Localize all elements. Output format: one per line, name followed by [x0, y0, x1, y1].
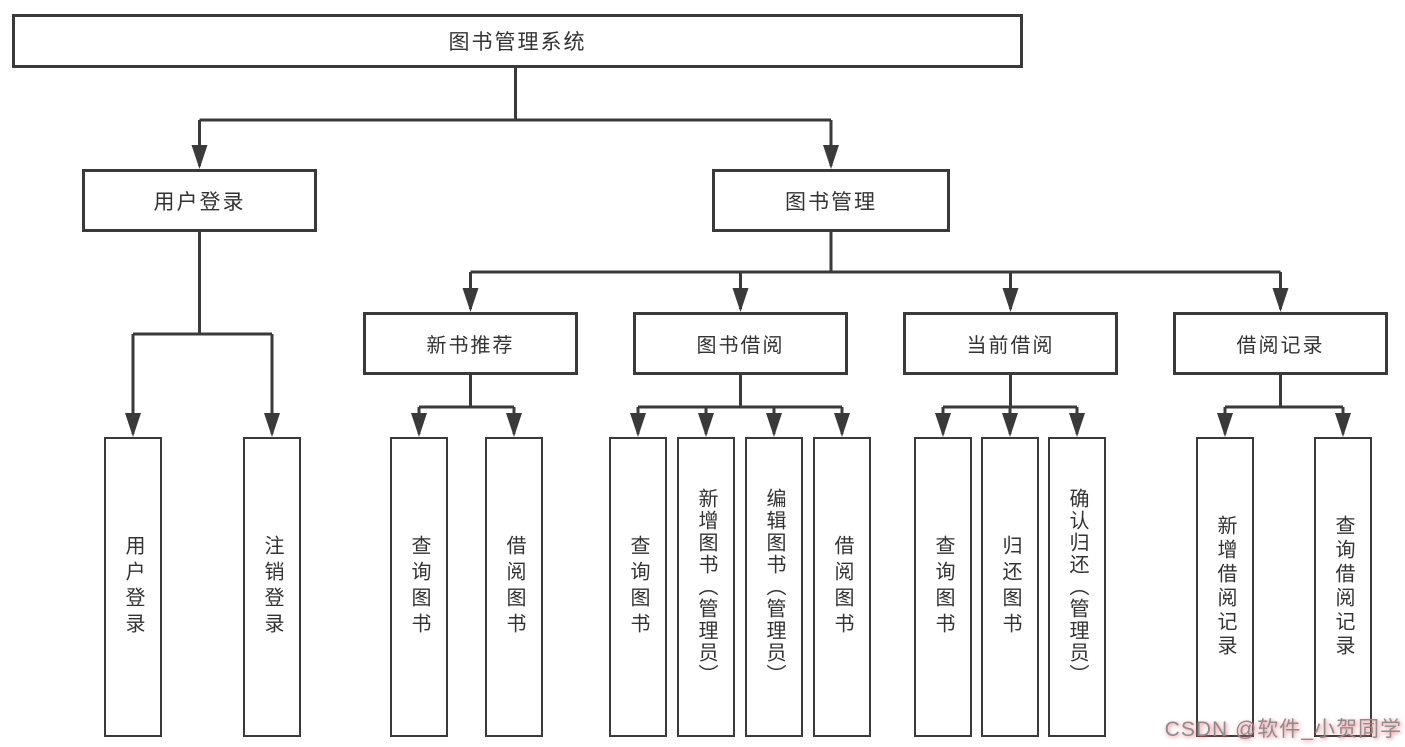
node-user-login-module: 用户登录	[82, 169, 317, 232]
node-new-book-recommendation: 新书推荐	[363, 312, 578, 375]
node-root-system: 图书管理系统	[12, 14, 1023, 68]
node-book-borrowing: 图书借阅	[633, 312, 848, 375]
node-leaf-add-borrow-record: 新增借阅记录	[1196, 437, 1254, 737]
node-leaf-logout: 注销登录	[243, 437, 301, 737]
node-leaf-query-borrow-record: 查询借阅记录	[1314, 437, 1372, 737]
node-leaf-confirm-return-admin: 确认归还（管理员）	[1048, 437, 1106, 737]
node-leaf-current-query-books: 查询图书	[914, 437, 972, 737]
node-leaf-user-login: 用户登录	[104, 437, 162, 737]
node-leaf-recommend-query-books: 查询图书	[390, 437, 448, 737]
node-leaf-recommend-borrow-books: 借阅图书	[485, 437, 543, 737]
node-borrowing-records: 借阅记录	[1173, 312, 1388, 375]
node-leaf-borrow-query-books: 查询图书	[609, 437, 667, 737]
node-current-borrowing: 当前借阅	[903, 312, 1118, 375]
node-leaf-return-books: 归还图书	[981, 437, 1039, 737]
node-leaf-add-books-admin: 新增图书（管理员）	[677, 437, 735, 737]
node-book-management-module: 图书管理	[712, 169, 950, 232]
node-leaf-edit-books-admin: 编辑图书（管理员）	[745, 437, 803, 737]
node-leaf-borrow-books: 借阅图书	[813, 437, 871, 737]
csdn-watermark: CSDN @软件_小贺同学	[1164, 718, 1402, 741]
